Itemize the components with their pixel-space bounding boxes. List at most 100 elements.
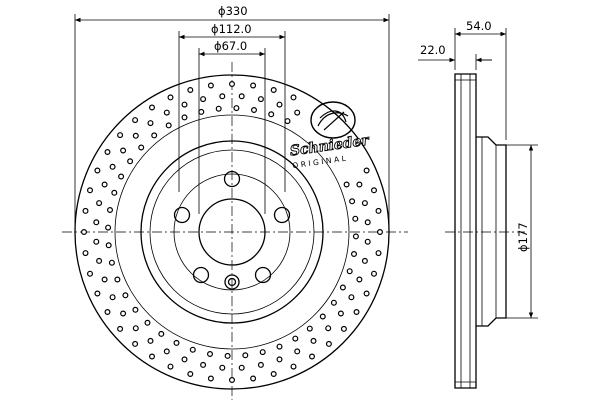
drill-hole — [187, 86, 194, 93]
dim-outer-diameter: ϕ330 — [74, 4, 390, 226]
drill-hole — [309, 353, 316, 360]
bolt-hole — [192, 266, 210, 284]
drill-hole — [349, 198, 356, 205]
drill-hole — [151, 132, 158, 139]
drill-hole — [101, 276, 108, 283]
drill-hole — [105, 242, 112, 249]
drill-hole — [361, 200, 368, 207]
drill-hole — [132, 132, 139, 139]
drill-hole — [132, 306, 139, 313]
drill-hole — [173, 339, 180, 346]
side-friction-ring — [454, 73, 477, 389]
drill-hole — [339, 284, 346, 291]
drill-hole — [207, 375, 214, 382]
drill-hole — [82, 207, 89, 214]
drill-hole — [149, 353, 156, 360]
drill-hole — [375, 207, 382, 214]
drill-hole — [108, 259, 115, 266]
drill-hole — [276, 343, 283, 350]
drill-hole — [276, 101, 283, 108]
bolt-holes — [173, 170, 291, 284]
drill-hole — [276, 356, 283, 363]
drill-hole — [340, 325, 347, 332]
drill-hole — [364, 238, 371, 245]
dim-bore-diameter: ϕ67.0 — [198, 39, 266, 214]
drill-hole — [105, 224, 112, 231]
bolt-hole — [223, 170, 241, 188]
drill-hole — [257, 361, 264, 368]
drill-hole — [111, 189, 118, 196]
drill-hole — [147, 337, 154, 344]
drill-hole — [268, 111, 275, 118]
drill-hole — [86, 270, 93, 277]
front-view: Schnieder ORIGINAL ϕ330 ϕ112.0 ϕ67.0 — [62, 4, 408, 400]
drill-hole — [114, 276, 121, 283]
drill-hole — [363, 167, 370, 174]
drill-hole — [284, 118, 291, 125]
drill-hole — [158, 330, 165, 337]
drill-hole — [200, 96, 207, 103]
drill-hole — [351, 251, 358, 258]
drill-hole — [292, 335, 299, 342]
drill-hole — [348, 294, 355, 301]
dim-hat-diameter: ϕ177 — [506, 144, 538, 319]
drill-hole — [93, 238, 100, 245]
drill-hole — [325, 325, 332, 332]
drill-hole — [106, 207, 113, 214]
drill-hole — [82, 250, 89, 257]
drill-hole — [229, 377, 236, 384]
drill-hole — [120, 310, 127, 317]
total-thickness-label: 54.0 — [466, 19, 492, 33]
drill-hole — [242, 352, 249, 359]
drill-hole — [96, 257, 103, 264]
drill-hole — [144, 319, 151, 326]
drill-hole — [219, 364, 226, 371]
drill-hole — [207, 351, 214, 358]
bolt-hole — [254, 266, 272, 284]
drill-hole — [80, 229, 87, 236]
drill-hole — [364, 219, 371, 226]
drill-hole — [207, 82, 214, 89]
drill-hole — [163, 348, 170, 355]
drill-hole — [117, 132, 124, 139]
drill-hole — [375, 250, 382, 257]
disc-outer-edge — [74, 74, 390, 390]
drill-hole — [352, 215, 359, 222]
drill-hole — [330, 299, 337, 306]
drill-hole — [165, 122, 172, 129]
drill-hole — [251, 106, 258, 113]
drill-hole — [127, 158, 134, 165]
bolt-hole — [173, 206, 191, 224]
drill-hole — [259, 349, 266, 356]
drill-hole — [187, 371, 194, 378]
drill-hole — [270, 371, 277, 378]
drill-hole — [94, 290, 101, 297]
drill-hole — [189, 346, 196, 353]
drill-hole — [94, 167, 101, 174]
drill-hole — [219, 93, 226, 100]
drill-hole — [149, 104, 156, 111]
disc-thickness-label: 22.0 — [420, 43, 446, 57]
drill-hole — [181, 114, 188, 121]
drill-hole — [101, 181, 108, 188]
drill-hole — [118, 173, 125, 180]
drill-hole — [233, 105, 240, 112]
drill-hole — [224, 352, 231, 359]
drill-hole — [306, 325, 313, 332]
drill-hole — [117, 325, 124, 332]
drill-hole — [132, 325, 139, 332]
hub-diameter-label: ϕ112.0 — [211, 22, 252, 36]
drill-hole — [356, 276, 363, 283]
drill-hole — [294, 348, 301, 355]
drill-hole — [181, 101, 188, 108]
drill-hole — [167, 363, 174, 370]
drill-hole — [346, 268, 353, 275]
outer-diameter-label: ϕ330 — [218, 4, 248, 18]
drill-hole — [250, 375, 257, 382]
drill-hole — [371, 187, 378, 194]
logo-emblem — [310, 101, 356, 139]
drill-hole — [93, 219, 100, 226]
cross-drilled-holes — [80, 80, 384, 384]
drill-hole — [310, 337, 317, 344]
drill-hole — [238, 93, 245, 100]
